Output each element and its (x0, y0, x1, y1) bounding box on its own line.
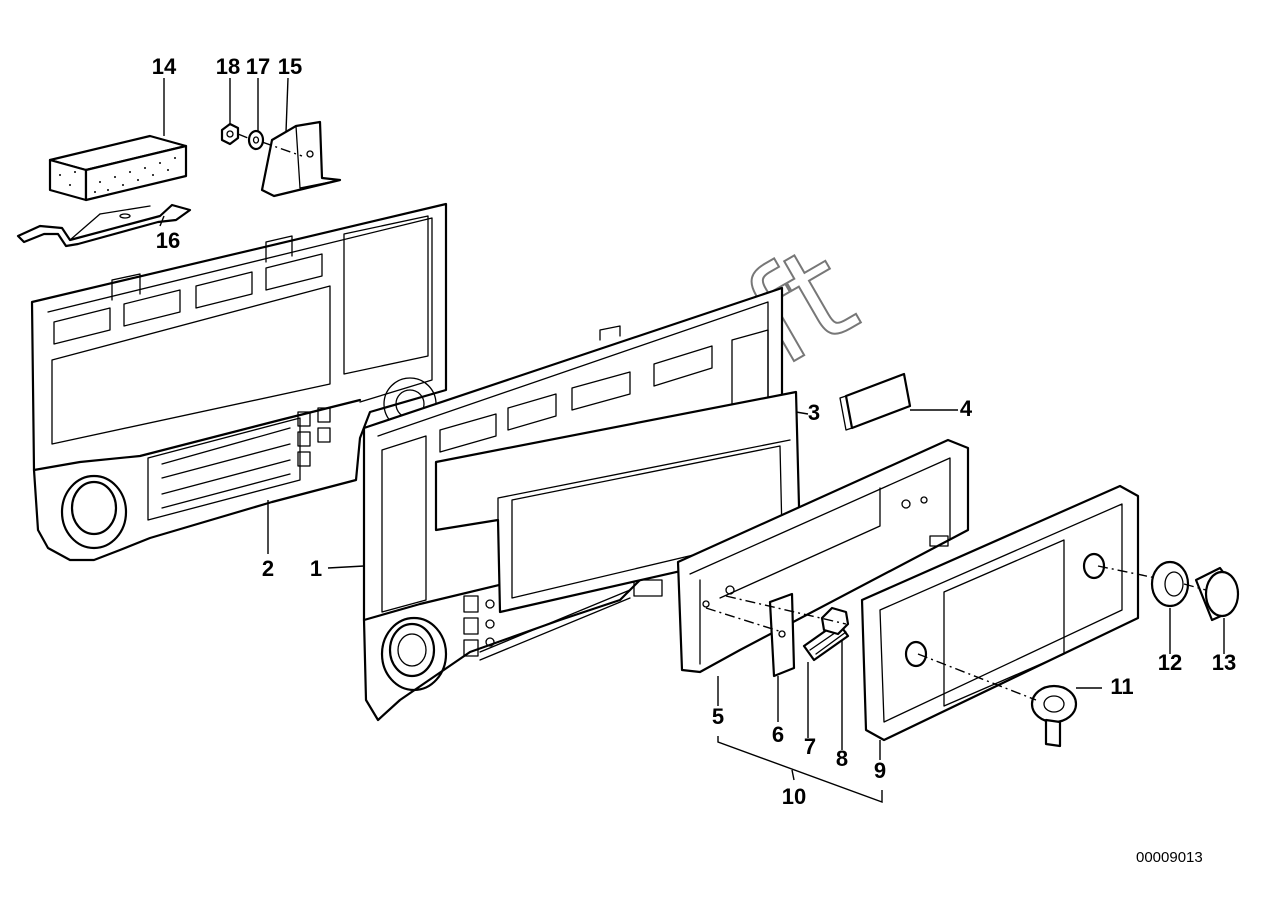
callout-5: 5 (712, 704, 724, 729)
callout-1: 1 (310, 556, 322, 581)
part-14-foam-pad (48, 134, 188, 202)
part-17-washer (247, 129, 265, 151)
part-13-button (1194, 566, 1240, 622)
part-18-nut (220, 122, 240, 146)
callout-6: 6 (772, 722, 784, 747)
callout-16: 16 (156, 228, 180, 253)
part-5-mounting-frame (676, 438, 970, 674)
callout-9: 9 (874, 758, 886, 783)
callout-18: 18 (216, 54, 240, 79)
callout-14: 14 (152, 54, 177, 79)
callout-13: 13 (1212, 650, 1236, 675)
part-9-face-plate (860, 484, 1140, 742)
part-8-nut (820, 606, 850, 636)
callout-15: 15 (278, 54, 302, 79)
callout-4: 4 (960, 396, 973, 421)
part-16-bracket (16, 203, 192, 248)
callout-3: 3 (808, 400, 820, 425)
callout-7: 7 (804, 734, 816, 759)
part-15-holder (260, 120, 342, 198)
part-11-knob (1030, 684, 1078, 748)
part-6-clip-plate (768, 592, 796, 678)
callout-8: 8 (836, 746, 848, 771)
callout-10: 10 (782, 784, 806, 809)
callout-labels: 1 2 3 4 5 6 7 8 9 10 11 12 13 14 15 16 1… (152, 54, 1236, 809)
part-12-ring (1150, 560, 1190, 608)
callout-2: 2 (262, 556, 274, 581)
reference-code: 00009013 (1136, 849, 1203, 866)
callout-11: 11 (1110, 674, 1133, 699)
callout-12: 12 (1158, 650, 1182, 675)
part-4-cover-cap (839, 372, 912, 431)
leader-lines (159, 77, 1225, 804)
assembly-lines (237, 133, 1207, 701)
part-2-trim-panel (30, 202, 448, 562)
callout-17: 17 (246, 54, 270, 79)
